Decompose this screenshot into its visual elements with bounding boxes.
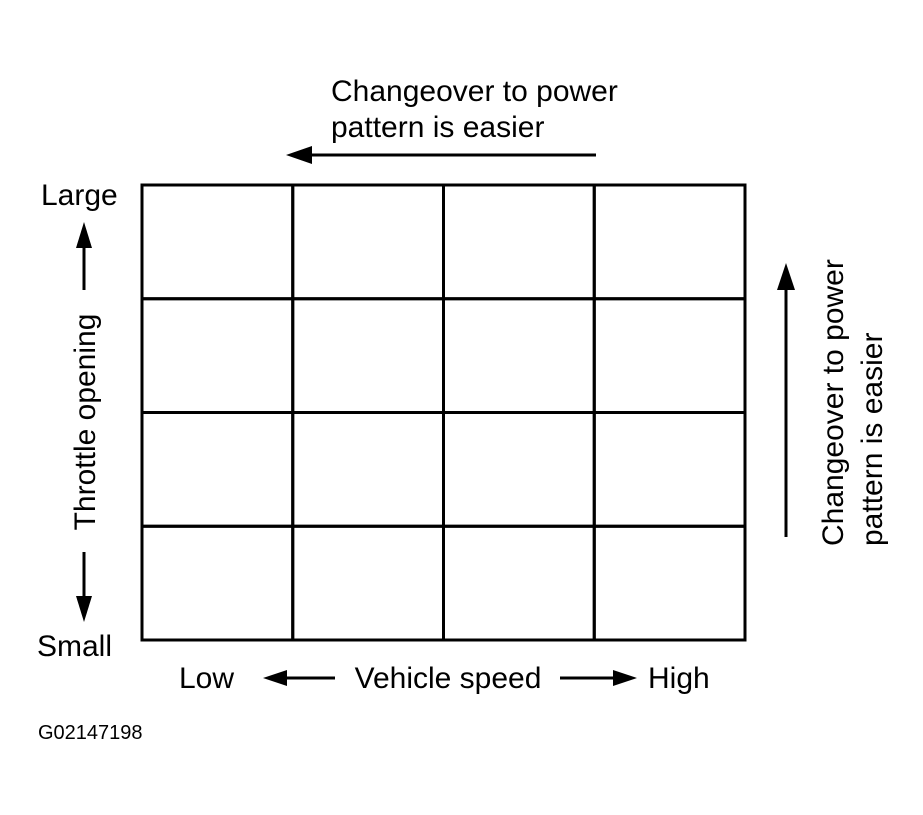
grid-cell-r3-c2 <box>291 411 445 528</box>
top-left-arrow-icon <box>286 146 596 164</box>
grid-cell-r1-c1 <box>140 183 295 301</box>
x-axis-max-label: High <box>648 662 710 695</box>
figure-id: G02147198 <box>38 722 143 744</box>
grid-cell-r1-c3 <box>442 183 596 301</box>
x-axis-label: Vehicle speed <box>355 662 542 695</box>
right-note-line1: Changeover to power <box>817 259 850 546</box>
shift-map-grid <box>140 183 747 642</box>
grid-cell-r3-c1 <box>140 411 295 528</box>
y-axis-min-label: Small <box>37 630 112 663</box>
grid-cell-r4-c1 <box>140 524 295 642</box>
grid-cell-r4-c4 <box>592 524 747 642</box>
grid-cell-r2-c3 <box>442 297 596 414</box>
speed-left-arrow-icon <box>263 670 335 686</box>
top-note-line1: Changeover to power <box>331 75 618 108</box>
right-up-arrow-icon <box>777 263 795 537</box>
speed-right-arrow-icon <box>560 670 637 686</box>
throttle-up-arrow-icon <box>76 222 92 290</box>
y-axis-label: Throttle opening <box>69 314 102 531</box>
throttle-down-arrow-icon <box>76 552 92 622</box>
grid-cell-r3-c3 <box>442 411 596 528</box>
top-note-line2: pattern is easier <box>331 111 544 144</box>
grid-cell-r2-c4 <box>592 297 747 414</box>
grid-cell-r1-c2 <box>291 183 445 301</box>
grid-cell-r4-c2 <box>291 524 445 642</box>
right-note-line2: pattern is easier <box>856 333 889 546</box>
grid-cell-r1-c4 <box>592 183 747 301</box>
grid-cell-r3-c4 <box>592 411 747 528</box>
grid-cell-r4-c3 <box>442 524 596 642</box>
x-axis-min-label: Low <box>179 662 234 695</box>
y-axis-max-label: Large <box>41 179 118 212</box>
grid-cell-r2-c2 <box>291 297 445 414</box>
grid-cell-r2-c1 <box>140 297 295 414</box>
